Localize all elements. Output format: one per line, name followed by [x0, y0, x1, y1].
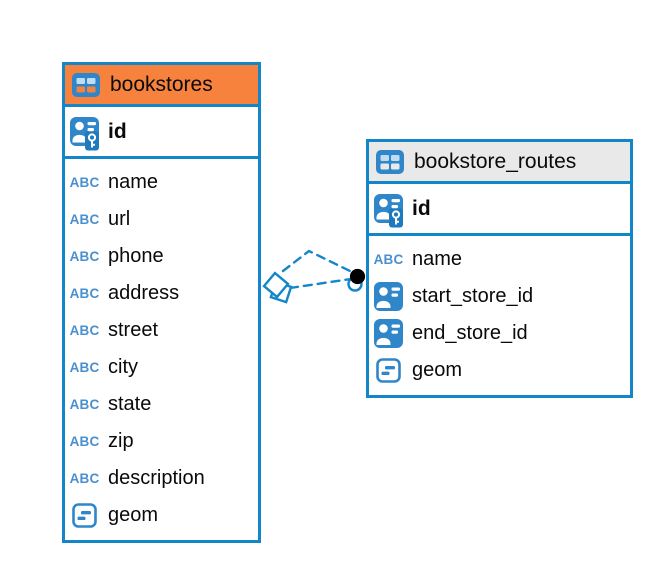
column-row-url[interactable]: ABC url [65, 201, 258, 238]
geometry-type-icon [373, 358, 404, 383]
text-type-icon: ABC [69, 286, 100, 301]
text-type-icon: ABC [69, 471, 100, 486]
relationship-line-lower[interactable] [288, 277, 353, 290]
text-type-icon: ABC [69, 175, 100, 190]
table-header[interactable]: bookstores [65, 65, 258, 107]
column-name: phone [108, 245, 164, 267]
column-row-name[interactable]: ABC name [369, 241, 630, 278]
column-row-end_store_id[interactable]: end_store_id [369, 315, 630, 352]
column-name: id [412, 196, 431, 220]
column-row-description[interactable]: ABC description [65, 460, 258, 497]
column-row-state[interactable]: ABC state [65, 386, 258, 423]
column-name: start_store_id [412, 285, 534, 307]
column-name: address [108, 282, 180, 304]
column-row-geom[interactable]: geom [369, 352, 630, 389]
column-row-zip[interactable]: ABC zip [65, 423, 258, 460]
column-row-city[interactable]: ABC city [65, 349, 258, 386]
primary-key-section: id [369, 184, 630, 236]
table-title: bookstore_routes [414, 149, 577, 173]
geometry-type-icon [69, 503, 100, 528]
person-card-icon [373, 319, 404, 348]
text-type-icon: ABC [69, 360, 100, 375]
table-header[interactable]: bookstore_routes [369, 142, 630, 184]
relationship-one-end-symbol[interactable] [347, 268, 366, 292]
table-bookstore_routes[interactable]: bookstore_routes id ABC name [366, 139, 633, 398]
column-row-geom[interactable]: geom [65, 497, 258, 534]
text-type-icon: ABC [69, 323, 100, 338]
column-row-name[interactable]: ABC name [65, 164, 258, 201]
relationship-many-end-symbol[interactable] [262, 271, 293, 304]
columns-section: ABC name ABC url ABC phone ABC address A… [65, 159, 258, 540]
column-row-id[interactable]: id [369, 184, 630, 233]
column-name: zip [108, 430, 134, 452]
column-name: street [108, 319, 159, 341]
text-type-icon: ABC [69, 249, 100, 264]
person-card-icon [373, 282, 404, 311]
table-title: bookstores [110, 72, 213, 96]
column-row-address[interactable]: ABC address [65, 275, 258, 312]
primary-key-icon [69, 113, 100, 151]
column-name: id [108, 119, 127, 143]
column-name: end_store_id [412, 322, 528, 344]
table-icon [70, 72, 101, 97]
text-type-icon: ABC [373, 252, 404, 267]
column-name: url [108, 208, 131, 230]
column-name: city [108, 356, 138, 378]
columns-section: ABC name start_store_id end_store_id [369, 236, 630, 395]
column-name: description [108, 467, 205, 489]
column-row-phone[interactable]: ABC phone [65, 238, 258, 275]
text-type-icon: ABC [69, 397, 100, 412]
primary-key-section: id [65, 107, 258, 159]
column-name: name [108, 171, 159, 193]
column-row-street[interactable]: ABC street [65, 312, 258, 349]
column-name: name [412, 248, 463, 270]
table-bookstores[interactable]: bookstores id ABC name ABC url [62, 62, 261, 543]
table-icon [374, 149, 405, 174]
column-row-start_store_id[interactable]: start_store_id [369, 278, 630, 315]
primary-key-icon [373, 190, 404, 228]
column-name: geom [412, 359, 463, 381]
column-name: geom [108, 504, 159, 526]
text-type-icon: ABC [69, 434, 100, 449]
text-type-icon: ABC [69, 212, 100, 227]
relationship-line-upper[interactable] [281, 249, 354, 274]
column-name: state [108, 393, 152, 415]
column-row-id[interactable]: id [65, 107, 258, 156]
